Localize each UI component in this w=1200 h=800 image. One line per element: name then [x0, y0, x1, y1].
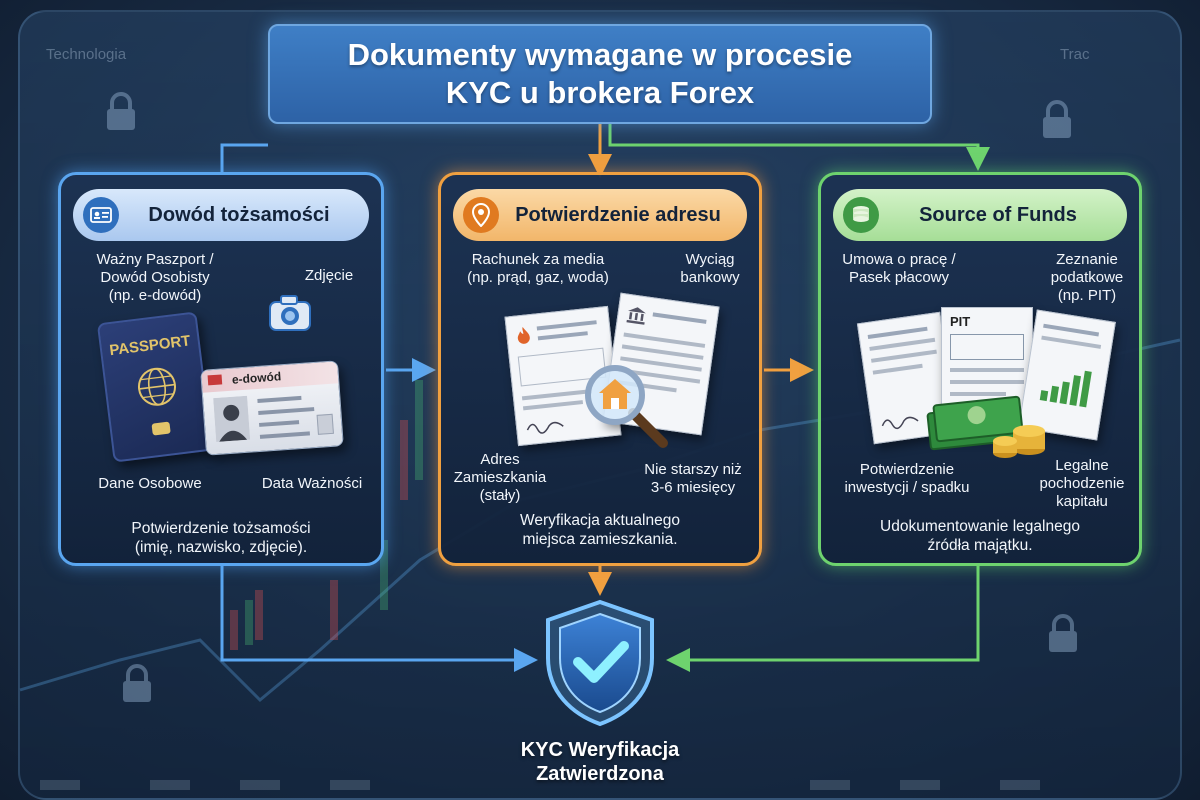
hologram-icon — [316, 413, 334, 435]
signature-icon — [881, 416, 919, 430]
kyc-verified-label: KYC Weryfikacja Zatwierdzona — [520, 739, 680, 785]
e-dowod-card: e-dowód — [200, 360, 344, 456]
money-stack-icon — [926, 395, 1045, 458]
label-residence-address: Adres Zamieszkania (stały) — [453, 451, 547, 504]
address-header-label: Potwierdzenie adresu — [515, 203, 721, 226]
background-tab-right: Trac — [1060, 46, 1090, 63]
funds-header: Source of Funds — [833, 189, 1127, 241]
title-line-2: KYC u brokera Forex — [445, 75, 755, 110]
magnifier-house-icon — [585, 365, 668, 448]
globe-icon — [137, 367, 176, 406]
lock-icon-background — [123, 664, 151, 702]
flag-icon — [207, 374, 223, 386]
identity-panel: Dowód tożsamości Ważny Paszport / Dowód … — [58, 172, 384, 566]
payslip-document — [856, 311, 958, 445]
bar-chart-icon — [1039, 370, 1092, 408]
background-tab-left: Technologia — [46, 46, 127, 63]
address-header: Potwierdzenie adresu — [453, 189, 747, 241]
diagram-title: Dokumenty wymagane w procesie KYC u brok… — [268, 24, 932, 124]
address-panel: Potwierdzenie adresu Rachunek za media (… — [438, 172, 762, 566]
chip-icon — [151, 421, 171, 436]
label-bank-statement: Wyciąg bankowy — [680, 251, 740, 286]
lock-icon-background — [107, 92, 135, 130]
label-tax-return: Zeznanie podatkowe (np. PIT) — [1050, 251, 1124, 304]
identity-header-label: Dowód tożsamości — [148, 203, 330, 226]
location-pin-icon — [463, 197, 499, 233]
investment-document — [1018, 309, 1116, 441]
bank-icon — [626, 307, 646, 325]
camera-icon — [269, 295, 311, 331]
person-photo-icon — [213, 395, 251, 442]
passport-illustration: PASSPORT — [96, 311, 214, 463]
shield-check-icon — [540, 598, 660, 728]
label-document-age: Nie starszy niż 3-6 miesięcy — [644, 461, 742, 496]
label-document: Ważny Paszport / Dowód Osobisty (np. e-d… — [96, 251, 214, 304]
identity-caption: Potwierdzenie tożsamości (imię, nazwisko… — [131, 520, 311, 557]
lock-icon-background — [1049, 614, 1077, 652]
funds-panel: Source of Funds Umowa o pracę / Pasek pł… — [818, 172, 1142, 566]
funds-header-label: Source of Funds — [919, 203, 1077, 226]
label-photo: Zdjęcie — [304, 267, 354, 284]
signature-icon — [526, 421, 564, 434]
label-personal-data: Dane Osobowe — [98, 475, 202, 492]
label-legal-capital: Legalne pochodzenie kapitału — [1039, 457, 1125, 510]
flame-icon — [517, 326, 530, 344]
bank-statement-document — [602, 292, 720, 436]
identity-header: Dowód tożsamości — [73, 189, 369, 241]
label-utility-bill: Rachunek za media (np. prąd, gaz, woda) — [467, 251, 609, 286]
funds-caption: Udokumentowanie legalnego źródła majątku… — [880, 518, 1080, 555]
coins-icon — [843, 197, 879, 233]
label-expiry-date: Data Ważności — [261, 475, 363, 492]
label-investment-inheritance: Potwierdzenie inwestycji / spadku — [844, 461, 970, 496]
address-caption: Weryfikacja aktualnego miejsca zamieszka… — [520, 512, 680, 549]
title-line-1: Dokumenty wymagane w procesie — [347, 37, 853, 73]
label-employment-contract: Umowa o pracę / Pasek płacowy — [842, 251, 956, 286]
lock-icon-background — [1043, 100, 1071, 138]
id-card-icon — [83, 197, 119, 233]
utility-bill-document — [504, 305, 622, 447]
